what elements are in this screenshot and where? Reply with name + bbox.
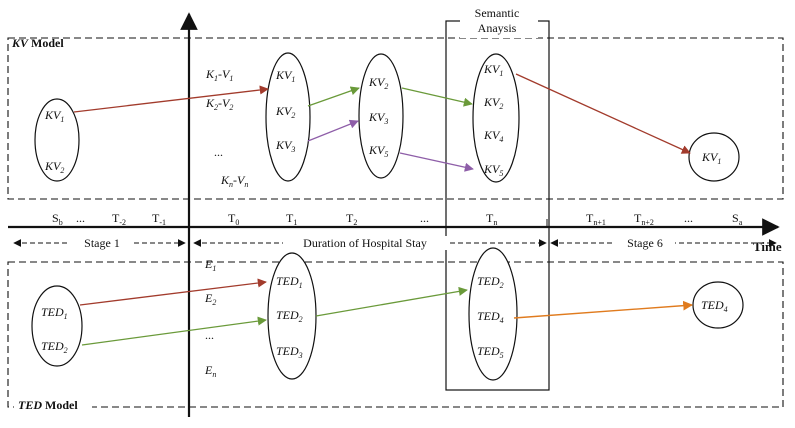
ted-t1-ted2: TED2 [276, 308, 303, 324]
event-en: En [204, 363, 216, 379]
kv-tn-kv4: KV4 [483, 128, 503, 144]
kv-t1-kv1: KV1 [275, 68, 295, 84]
ted-left-ted1: TED1 [41, 305, 68, 321]
kv-tn-kv2: KV2 [483, 95, 503, 111]
ted-arrow-left-to-t1-b [81, 316, 267, 346]
tick-t2: T2 [346, 211, 357, 227]
ted-sa-ted4: TED4 [701, 298, 728, 314]
ted-arrow-left-to-t1-a [79, 278, 267, 306]
kv-t1-kv2: KV2 [275, 104, 295, 120]
kv-arrow-tn-to-sa [515, 73, 691, 154]
kv-left-ellipse [34, 98, 80, 182]
ted-tn-ted4: TED4 [477, 309, 504, 325]
kv-t2-kv2: KV2 [368, 75, 388, 91]
semantic-title-line1: Semantic [475, 6, 520, 20]
ted-left-ted2: TED2 [41, 339, 68, 355]
kv-t1-kv3: KV3 [275, 138, 295, 154]
ted-tn-ted5: TED5 [477, 344, 504, 360]
kv-model-box [7, 37, 784, 200]
time-axis-label: Time [753, 239, 782, 254]
kv-tn-ellipse [472, 53, 520, 183]
event-e1: E1 [204, 257, 216, 273]
kv-left-kv2: KV2 [44, 159, 64, 175]
ted-model-label: TED Model [18, 398, 78, 412]
kv-arrow-t2-to-tn-b [399, 152, 474, 172]
tick-t-2: T-2 [112, 211, 126, 227]
semantic-title-line2: Anaysis [478, 21, 517, 35]
event-ellipsis: ... [205, 328, 214, 342]
kv-model-label: KV Model [11, 36, 64, 50]
kv-sa-ellipse [688, 132, 740, 182]
kv-tn-kv5: KV5 [483, 162, 503, 178]
ted-t1-ted1: TED1 [276, 274, 303, 290]
tick-sa: Sa [732, 211, 743, 227]
kv-tn-kv1: KV1 [483, 62, 503, 78]
ted-left-ellipse [31, 285, 83, 367]
hospital-stay-label: Duration of Hospital Stay [303, 236, 427, 250]
kv-pair-ellipsis: ... [214, 145, 223, 159]
kv-t2-kv3: KV3 [368, 110, 388, 126]
tick-t1: T1 [286, 211, 297, 227]
stage6-label: Stage 6 [627, 236, 663, 250]
ted-sa-ellipse [692, 281, 744, 329]
tick-dots-a: ... [76, 211, 85, 225]
kv-left-kv1: KV1 [44, 108, 64, 124]
kv-arrow-t1-to-t2-b [307, 119, 359, 142]
tick-dots-c: ... [684, 211, 693, 225]
ted-arrow-tn-to-sa [513, 300, 693, 319]
kv-t2-kv5: KV5 [368, 143, 388, 159]
event-e2: E2 [204, 291, 216, 307]
stage1-label: Stage 1 [84, 236, 120, 250]
kv-arrow-left-to-t1 [73, 85, 269, 113]
kv-pair-2: K2-V2 [205, 96, 233, 112]
kv-arrow-t2-to-tn-a [401, 87, 473, 107]
ted-arrow-t1-to-tn [315, 286, 468, 317]
kv-pair-n: Kn-Vn [220, 173, 248, 189]
tick-t-1: T-1 [152, 211, 166, 227]
tick-tn2: Tn+2 [634, 211, 654, 227]
tick-tn1: Tn+1 [586, 211, 606, 227]
kv-t2-ellipse [358, 53, 404, 179]
kv-pair-1: K1-V1 [205, 67, 233, 83]
tick-sb: Sb [52, 211, 63, 227]
ted-tn-ellipse [468, 247, 518, 381]
kv-sa-kv1: KV1 [701, 150, 721, 166]
ted-tn-ted2: TED2 [477, 274, 504, 290]
kv-arrow-t1-to-t2-a [307, 86, 360, 107]
ted-model-box [7, 261, 784, 408]
kv-t1-ellipse [265, 52, 311, 182]
tick-t0: T0 [228, 211, 239, 227]
ted-t1-ted3: TED3 [276, 344, 303, 360]
tick-dots-b: ... [420, 211, 429, 225]
tick-tn: Tn [486, 211, 497, 227]
